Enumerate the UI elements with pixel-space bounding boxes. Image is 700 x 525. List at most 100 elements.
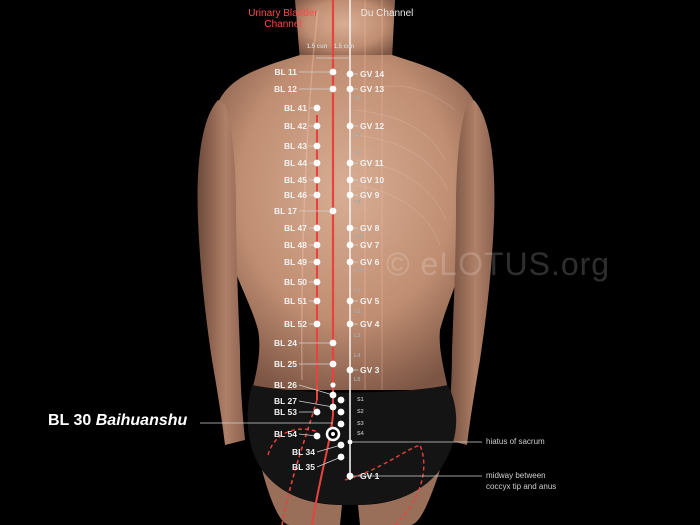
point-gv11: [346, 159, 354, 167]
point-bl24: [329, 339, 337, 347]
label-bl27: BL 27: [274, 396, 297, 406]
label-gv8: GV 8: [360, 223, 380, 233]
cun-label-left: 1.5 cun: [306, 44, 328, 50]
point-bl44: [313, 159, 321, 167]
highlight-name: Baihuanshu: [95, 412, 188, 429]
label-bl53: BL 53: [274, 407, 297, 417]
point-bl33: [337, 420, 345, 428]
label-bl34: BL 34: [292, 447, 315, 457]
label-bl11: BL 11: [274, 67, 297, 77]
midway-note-line2: coccyx tip and anus: [486, 482, 557, 491]
point-gv5: [346, 297, 354, 305]
highlight-point-label: BL 30 Baihuanshu: [48, 412, 187, 430]
right-leg-shape: [358, 470, 440, 525]
point-gv14: [346, 70, 354, 78]
vertebra-s4: S4: [357, 431, 364, 437]
point-bl52: [313, 320, 321, 328]
point-bl26: [329, 391, 337, 399]
hiatus-note: hiatus of sacrum: [486, 437, 545, 446]
label-bl52: BL 52: [284, 319, 307, 329]
rib-hints: [354, 85, 456, 246]
point-bl41: [313, 104, 321, 112]
point-hiatus: [347, 439, 353, 445]
label-bl24: BL 24: [274, 338, 297, 348]
label-gv11: GV 11: [360, 158, 384, 168]
label-bl35: BL 35: [292, 462, 315, 472]
point-extra: [330, 382, 336, 388]
point-gv10: [346, 176, 354, 184]
point-bl34: [337, 441, 345, 449]
point-bl48: [313, 241, 321, 249]
bl-points: [313, 68, 345, 461]
vertebra-t6: T6: [354, 151, 361, 157]
vertebra-s2: S2: [357, 409, 364, 415]
midway-note-line1: midway between: [486, 471, 546, 480]
label-gv14: GV 14: [360, 69, 385, 79]
point-bl51: [313, 297, 321, 305]
point-gv13: [346, 85, 354, 93]
point-bl12: [329, 85, 337, 93]
point-bl43: [313, 142, 321, 150]
urinary-bladder-channel-label: Urinary Bladder Channel: [248, 8, 318, 30]
channel-lines: [267, 0, 425, 525]
vertebra-t4: T4: [354, 133, 361, 139]
point-gv7: [346, 241, 354, 249]
label-bl49: BL 49: [284, 257, 307, 267]
vertebra-t2: T2: [354, 96, 361, 102]
point-gv6: [346, 258, 354, 266]
point-bl49: [313, 258, 321, 266]
point-bl54: [313, 432, 321, 440]
watermark: © eLOTUS.org: [386, 246, 611, 282]
vertebra-s1: S1: [357, 397, 364, 403]
point-bl27: [329, 403, 337, 411]
label-gv9: GV 9: [360, 190, 380, 200]
point-bl53: [313, 408, 321, 416]
vertebra-l5: L5: [354, 377, 361, 383]
vertebra-t12: T12: [354, 268, 364, 274]
cun-label-right: 1.5 cun: [333, 44, 355, 50]
point-gv12: [346, 122, 354, 130]
point-bl17: [329, 207, 337, 215]
point-bl25: [329, 360, 337, 368]
label-gv6: GV 6: [360, 257, 380, 267]
label-gv12: GV 12: [360, 121, 385, 131]
point-gv1: [346, 472, 354, 480]
point-bl30-center: [331, 432, 335, 436]
label-bl44: BL 44: [284, 158, 307, 168]
right-arm-shape: [447, 100, 495, 445]
vertebra-l1: L1: [354, 288, 361, 294]
highlight-code: BL 30: [48, 412, 92, 429]
label-bl41: BL 41: [284, 103, 307, 113]
point-bl45: [313, 176, 321, 184]
vertebra-l3: L3: [354, 333, 361, 339]
label-bl48: BL 48: [284, 240, 307, 250]
torso-shape: [210, 55, 483, 390]
left-arm-shape: [197, 100, 245, 445]
point-bl32: [337, 408, 345, 416]
label-bl54: BL 54: [274, 429, 297, 439]
label-bl17: BL 17: [274, 206, 297, 216]
point-bl47: [313, 224, 321, 232]
point-bl50: [313, 278, 321, 286]
label-bl12: BL 12: [274, 84, 297, 94]
point-bl11: [329, 68, 337, 76]
label-bl26: BL 26: [274, 380, 297, 390]
point-gv9: [346, 191, 354, 199]
vertebra-s3: S3: [357, 421, 364, 427]
label-gv4: GV 4: [360, 319, 380, 329]
label-gv5: GV 5: [360, 296, 380, 306]
du-channel-label: Du Channel: [360, 8, 414, 19]
point-bl42: [313, 122, 321, 130]
label-bl25: BL 25: [274, 359, 297, 369]
point-gv8: [346, 224, 354, 232]
gv-points: [346, 70, 354, 480]
label-bl47: BL 47: [284, 223, 307, 233]
label-bl51: BL 51: [284, 296, 307, 306]
point-bl31: [337, 396, 345, 404]
point-gv3: [346, 366, 354, 374]
label-gv3: GV 3: [360, 365, 380, 375]
vertebra-t10: T10: [354, 234, 364, 240]
label-gv10: GV 10: [360, 175, 385, 185]
vertebra-l2: L2: [354, 309, 361, 315]
